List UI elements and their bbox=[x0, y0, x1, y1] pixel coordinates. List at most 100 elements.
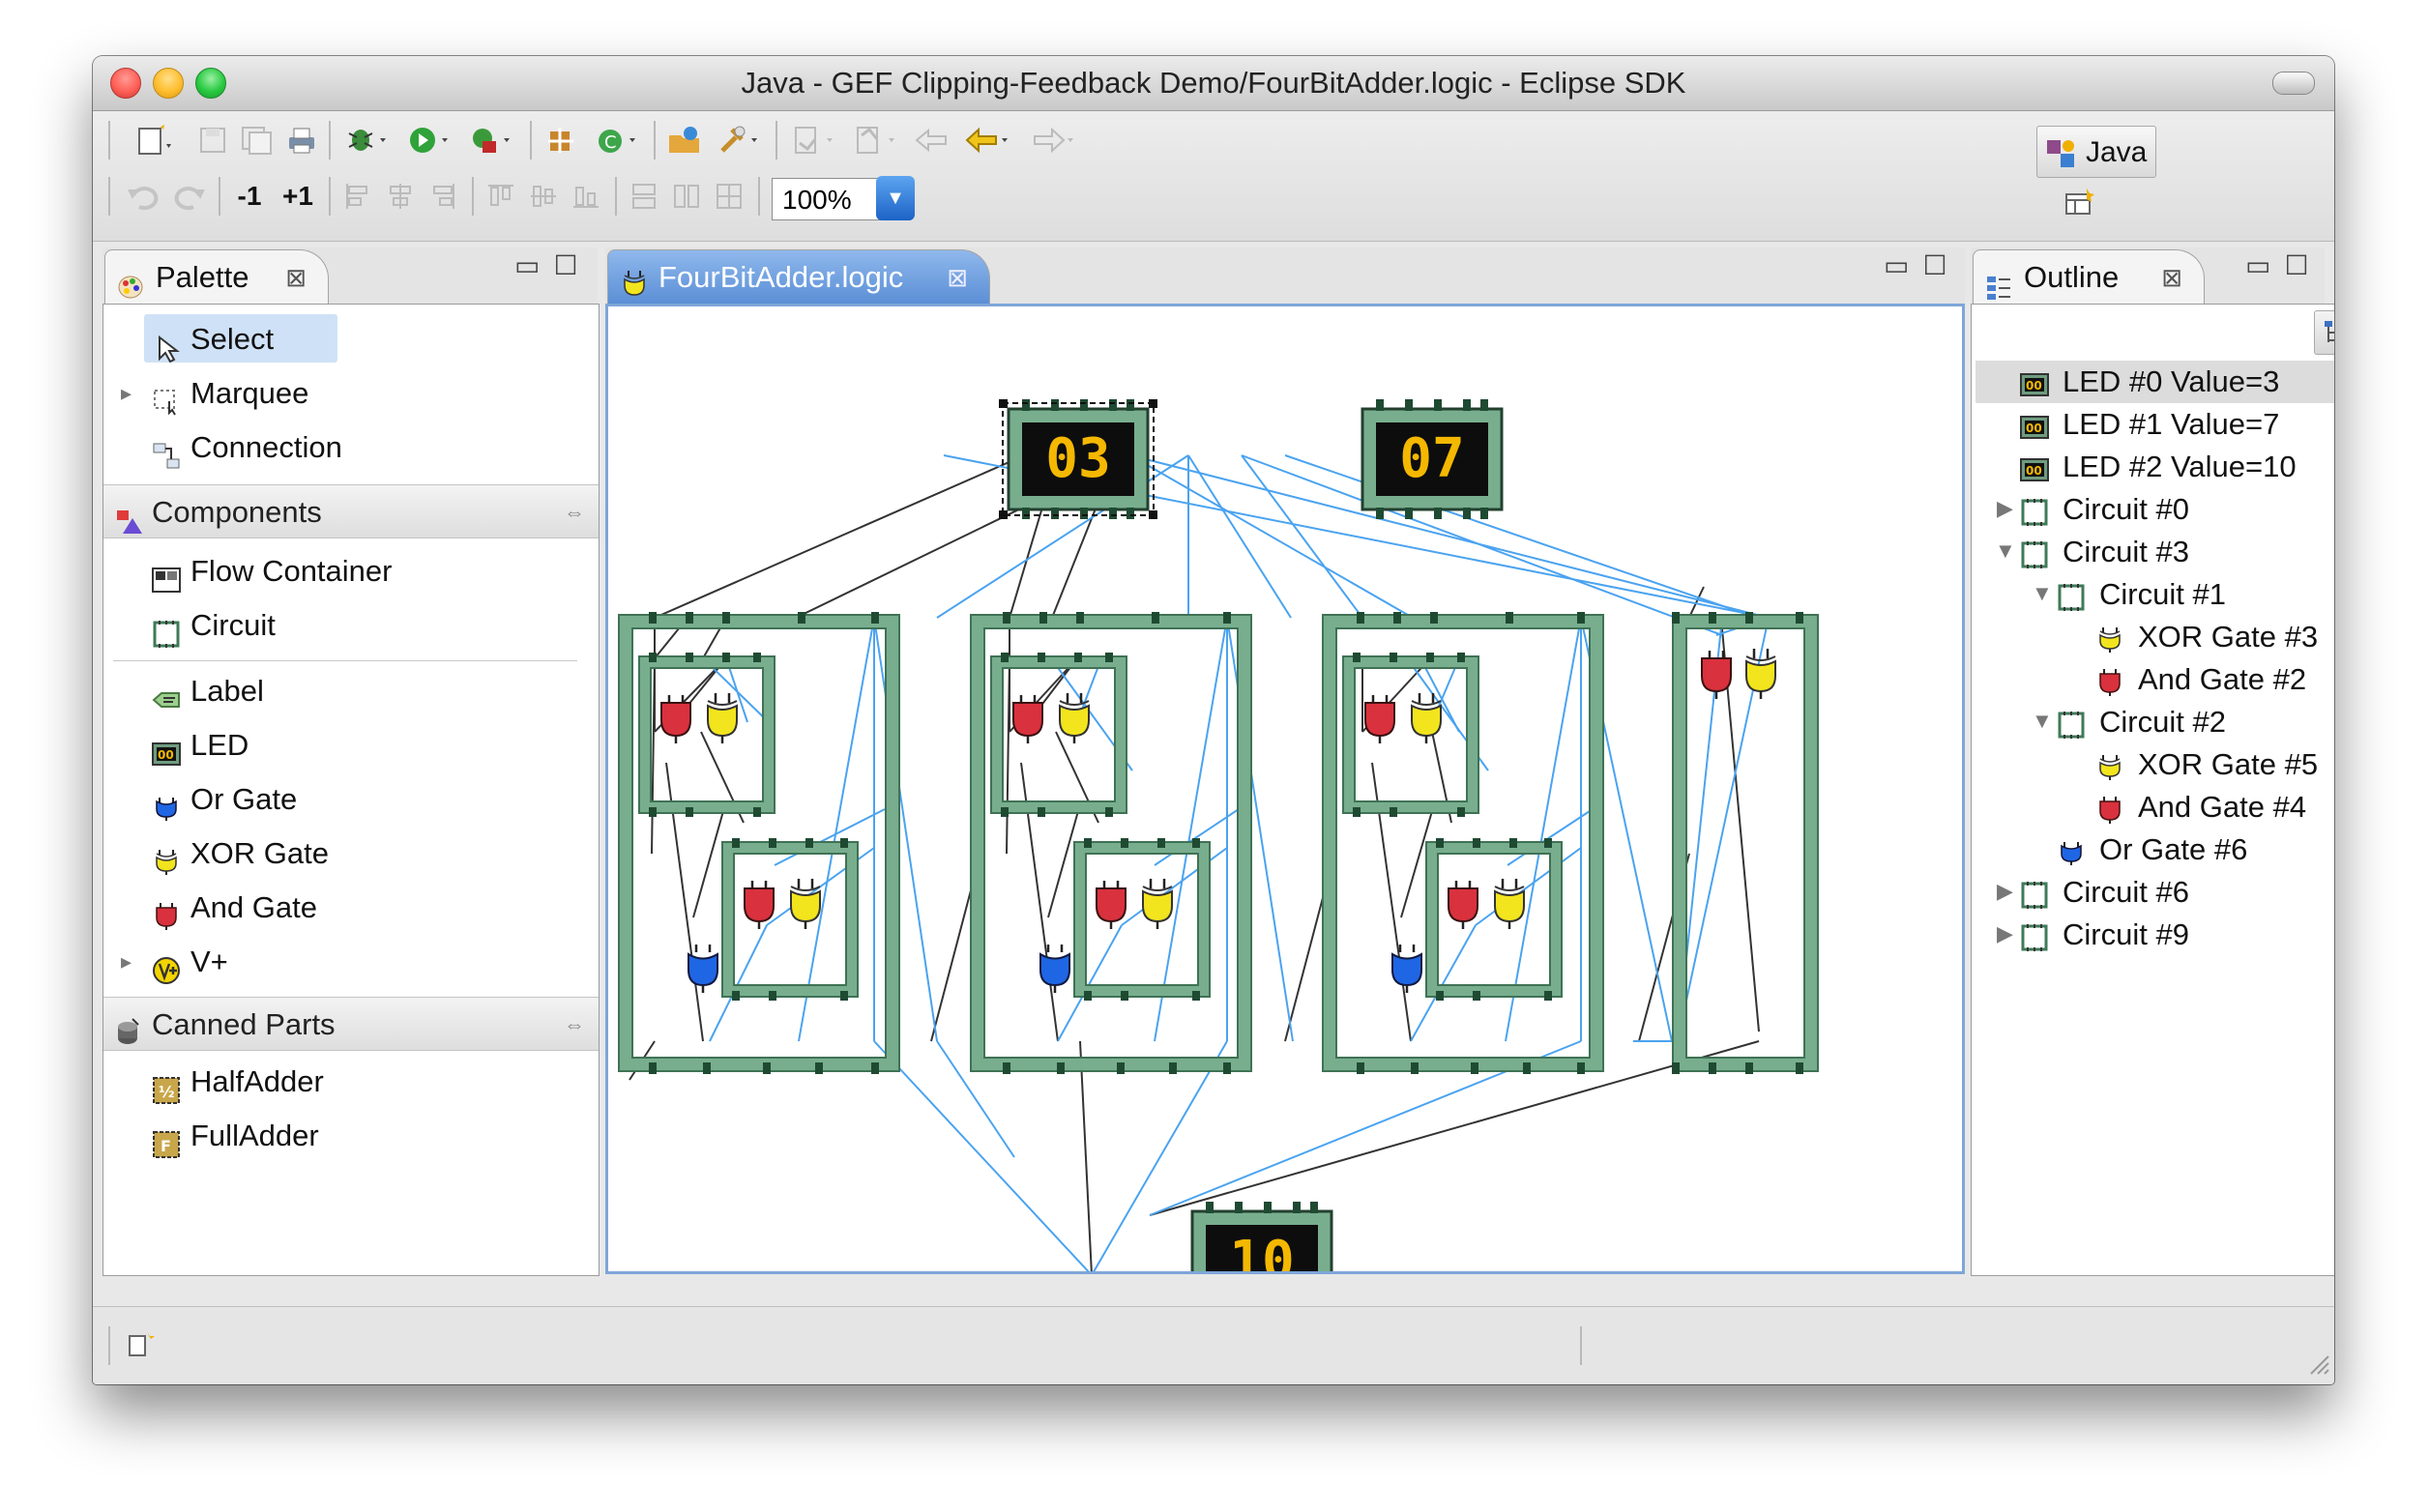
palette-component-flow-container[interactable]: Flow Container bbox=[103, 544, 599, 598]
canned-parts-icon bbox=[115, 1009, 142, 1044]
close-tab-outline-icon[interactable]: ⊠ bbox=[2161, 263, 2182, 292]
svg-text:C: C bbox=[604, 132, 617, 153]
save-all-icon[interactable] bbox=[238, 119, 277, 161]
xor-gate-icon bbox=[2095, 751, 2124, 780]
outline-tree-view-button[interactable] bbox=[2314, 310, 2334, 355]
drawer-components-label: Components bbox=[152, 495, 322, 529]
logic-diagram bbox=[618, 399, 1819, 1271]
palette-tool-label: Connection bbox=[190, 430, 342, 464]
led-icon: 00 bbox=[2020, 411, 2049, 440]
last-edit-location-icon[interactable] bbox=[911, 119, 953, 161]
run-icon[interactable] bbox=[400, 119, 458, 161]
align-center-icon[interactable] bbox=[381, 175, 420, 218]
minus-one-button[interactable]: -1 bbox=[237, 181, 262, 211]
search-icon[interactable] bbox=[710, 119, 768, 161]
drawer-canned-parts[interactable]: Canned Parts ⇔ bbox=[103, 997, 599, 1051]
palette-component-led[interactable]: 00 LED bbox=[103, 718, 599, 772]
outline-min-max[interactable]: ▭☐ bbox=[2245, 250, 2323, 280]
drawer-canned-parts-label: Canned Parts bbox=[152, 1007, 336, 1041]
print-icon[interactable] bbox=[282, 119, 321, 161]
palette-component-label: And Gate bbox=[190, 890, 317, 924]
open-perspective-icon[interactable] bbox=[2060, 181, 2098, 223]
led-0 bbox=[999, 399, 1157, 519]
editor-min-max[interactable]: ▭☐ bbox=[1884, 250, 1961, 280]
zoom-window-button[interactable] bbox=[195, 68, 226, 99]
align-bottom-icon[interactable] bbox=[567, 175, 605, 218]
new-java-package-icon[interactable] bbox=[540, 119, 582, 161]
editor-canvas[interactable]: 03 07 10 bbox=[605, 304, 1965, 1274]
palette-component-label-tool[interactable]: Label bbox=[103, 664, 599, 718]
align-left-icon[interactable] bbox=[338, 175, 377, 218]
circuit-6 bbox=[1322, 614, 1604, 1072]
debug-icon[interactable] bbox=[338, 119, 396, 161]
collapse-circuit-1-icon[interactable]: ▼ bbox=[2032, 581, 2053, 605]
align-top-icon[interactable] bbox=[482, 175, 520, 218]
match-size-icon[interactable] bbox=[710, 175, 748, 218]
palette-canned-full-adder[interactable]: F FullAdder bbox=[103, 1109, 599, 1163]
redo-icon[interactable] bbox=[168, 175, 211, 218]
previous-annotation-icon[interactable] bbox=[847, 119, 905, 161]
save-icon[interactable] bbox=[193, 119, 232, 161]
palette-component-label: LED bbox=[190, 728, 249, 762]
circuit-icon bbox=[2057, 581, 2086, 611]
palette-tool-select[interactable]: Select bbox=[103, 312, 599, 366]
xor-gate-icon bbox=[2095, 624, 2124, 653]
minimize-window-button[interactable] bbox=[153, 68, 184, 99]
outline-panel: 00 LED #0 Value=3 00 LED #1 Value=7 00 L… bbox=[1971, 304, 2334, 1276]
pin-drawer-canned-parts-icon[interactable]: ⇔ bbox=[564, 1012, 585, 1036]
next-annotation-icon[interactable] bbox=[785, 119, 843, 161]
back-icon[interactable] bbox=[957, 119, 1019, 161]
led-1-value: 07 bbox=[1399, 427, 1465, 490]
expand-circuit-9-icon[interactable]: ▶ bbox=[1997, 921, 2013, 945]
collapse-circuit-3-icon[interactable]: ▼ bbox=[1995, 538, 2016, 563]
fast-view-icon[interactable] bbox=[126, 1328, 157, 1364]
undo-icon[interactable] bbox=[122, 175, 164, 218]
close-tab-palette-icon[interactable]: ⊠ bbox=[285, 263, 307, 292]
drawer-components[interactable]: Components ⇔ bbox=[103, 484, 599, 538]
palette-component-vplus[interactable]: ▸ V+ bbox=[103, 935, 599, 989]
zoom-dropdown-button[interactable]: ▼ bbox=[876, 176, 915, 220]
circuit-3 bbox=[970, 614, 1252, 1072]
svg-text:F: F bbox=[161, 1137, 171, 1155]
tab-outline[interactable]: Outline ⊠ bbox=[1973, 249, 2205, 304]
palette-tool-connection[interactable]: Connection bbox=[103, 421, 599, 475]
toolbar-toggle-button[interactable] bbox=[2272, 72, 2315, 95]
plus-one-button[interactable]: +1 bbox=[282, 181, 313, 211]
palette-component-label: V+ bbox=[190, 945, 228, 978]
circuit-icon bbox=[2020, 538, 2049, 568]
close-window-button[interactable] bbox=[110, 68, 141, 99]
expand-vplus-icon[interactable]: ▸ bbox=[121, 949, 132, 974]
expand-circuit-6-icon[interactable]: ▶ bbox=[1997, 879, 2013, 903]
palette-component-circuit[interactable]: Circuit bbox=[103, 598, 599, 653]
and-gate-icon bbox=[2095, 794, 2124, 824]
match-width-icon[interactable] bbox=[625, 175, 663, 218]
tab-palette[interactable]: Palette ⊠ bbox=[104, 249, 329, 304]
palette-tool-marquee[interactable]: ▸ Marquee bbox=[103, 366, 599, 421]
align-right-icon[interactable] bbox=[424, 175, 462, 218]
palette-component-and-gate[interactable]: And Gate bbox=[103, 881, 599, 935]
expand-circuit-0-icon[interactable]: ▶ bbox=[1997, 496, 2013, 520]
java-perspective-button[interactable]: Java bbox=[2036, 126, 2156, 178]
palette-canned-half-adder[interactable]: ½ HalfAdder bbox=[103, 1055, 599, 1109]
match-height-icon[interactable] bbox=[667, 175, 706, 218]
flow-container-icon bbox=[152, 558, 181, 593]
palette-component-xor-gate[interactable]: XOR Gate bbox=[103, 827, 599, 881]
open-type-icon[interactable] bbox=[663, 119, 706, 161]
palette-component-or-gate[interactable]: Or Gate bbox=[103, 772, 599, 827]
palette-component-label: Or Gate bbox=[190, 782, 298, 816]
svg-text:00: 00 bbox=[2026, 422, 2042, 435]
expand-marquee-icon[interactable]: ▸ bbox=[121, 381, 132, 405]
forward-icon[interactable] bbox=[1023, 119, 1085, 161]
resize-grip-icon[interactable] bbox=[2305, 1351, 2330, 1381]
new-icon[interactable] bbox=[126, 119, 184, 161]
palette-component-label: Label bbox=[190, 674, 264, 708]
external-tools-icon[interactable] bbox=[462, 119, 520, 161]
palette-min-max[interactable]: ▭☐ bbox=[514, 250, 592, 280]
collapse-circuit-2-icon[interactable]: ▼ bbox=[2032, 709, 2053, 733]
close-tab-editor-icon[interactable]: ⊠ bbox=[947, 263, 968, 292]
pin-drawer-components-icon[interactable]: ⇔ bbox=[564, 500, 585, 524]
new-java-class-icon[interactable]: C bbox=[588, 119, 646, 161]
align-middle-icon[interactable] bbox=[524, 175, 563, 218]
outline-icon bbox=[1985, 264, 2012, 300]
tab-fourbitadder-logic[interactable]: FourBitAdder.logic ⊠ bbox=[607, 249, 990, 304]
